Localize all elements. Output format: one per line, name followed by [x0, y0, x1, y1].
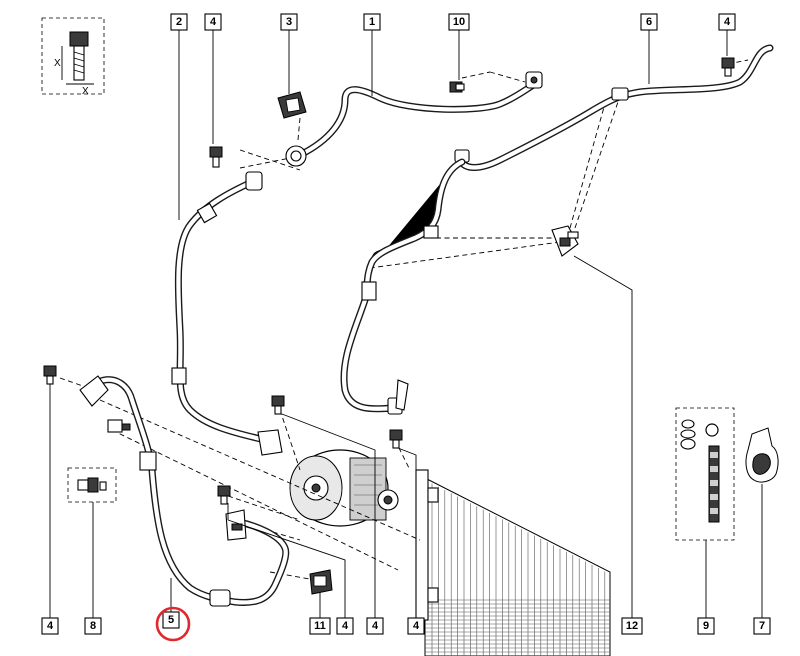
callout-3-label: 3: [286, 16, 292, 28]
callout-5-highlight-ring: [155, 606, 191, 642]
bolt-dimension-legend: X X: [41, 17, 105, 97]
callout-12: 12: [621, 617, 643, 635]
callout-1-label: 1: [369, 16, 375, 28]
legend-dimension-label-horizontal: X: [82, 86, 89, 97]
filter-drier-kit-9: [675, 407, 735, 541]
callout-4c-label: 4: [47, 620, 54, 632]
callout-3: 3: [280, 13, 298, 31]
refrigerant-can-7: [745, 427, 779, 483]
legend-dimension-label-vertical: X: [54, 58, 61, 69]
callout-10: 10: [448, 13, 470, 31]
callout-4f-label: 4: [413, 620, 420, 632]
valve-fitting: [107, 419, 131, 433]
callout-5-label: 5: [168, 614, 174, 626]
callout-8-label: 8: [90, 620, 96, 632]
callout-4: 4: [336, 617, 354, 635]
callout-8: 8: [84, 617, 102, 635]
callout-2-label: 2: [176, 16, 182, 28]
condenser: [415, 469, 611, 656]
callout-4e-label: 4: [372, 620, 379, 632]
callout-4b-label: 4: [724, 16, 731, 28]
pipe-6-lower: [340, 158, 466, 415]
bolt-top-left: [209, 146, 223, 168]
callout-5: 5: [155, 606, 191, 642]
bolt-top-right: [721, 57, 735, 77]
callout-7: 7: [753, 617, 771, 635]
bolt-10: [449, 81, 465, 93]
pipe-1: [296, 71, 543, 159]
pipe-5: [79, 375, 290, 607]
fitting-12: [551, 225, 579, 257]
callout-4: 4: [204, 13, 222, 31]
clamp-ring: [285, 145, 307, 167]
clamp-11: [309, 569, 333, 595]
callout-4: 4: [41, 617, 59, 635]
bolt-left: [43, 365, 57, 385]
callout-6-label: 6: [646, 16, 652, 28]
bolt-compressor: [271, 395, 285, 415]
callout-9-label: 9: [703, 620, 709, 632]
callout-4: 4: [407, 617, 425, 635]
assembly-guide-lines: [59, 59, 749, 581]
callout-9: 9: [697, 617, 715, 635]
pipe-2: [171, 171, 283, 456]
leader-lines: [49, 29, 763, 618]
callout-4: 4: [366, 617, 384, 635]
bolt-center: [217, 485, 231, 505]
pressure-switch-8: [67, 467, 117, 503]
compressor: [289, 449, 399, 527]
bolt-condenser: [389, 429, 403, 449]
callout-11: 11: [309, 617, 331, 635]
callout-10-label: 10: [453, 16, 465, 28]
clamp-3: [277, 91, 307, 119]
callout-12-label: 12: [626, 620, 638, 632]
callout-4a-label: 4: [210, 16, 217, 28]
callout-1: 1: [363, 13, 381, 31]
callout-4: 4: [718, 13, 736, 31]
callout-4d-label: 4: [342, 620, 349, 632]
callout-2: 2: [170, 13, 188, 31]
callout-7-label: 7: [759, 620, 765, 632]
callout-11-label: 11: [314, 620, 326, 632]
callout-6: 6: [640, 13, 658, 31]
